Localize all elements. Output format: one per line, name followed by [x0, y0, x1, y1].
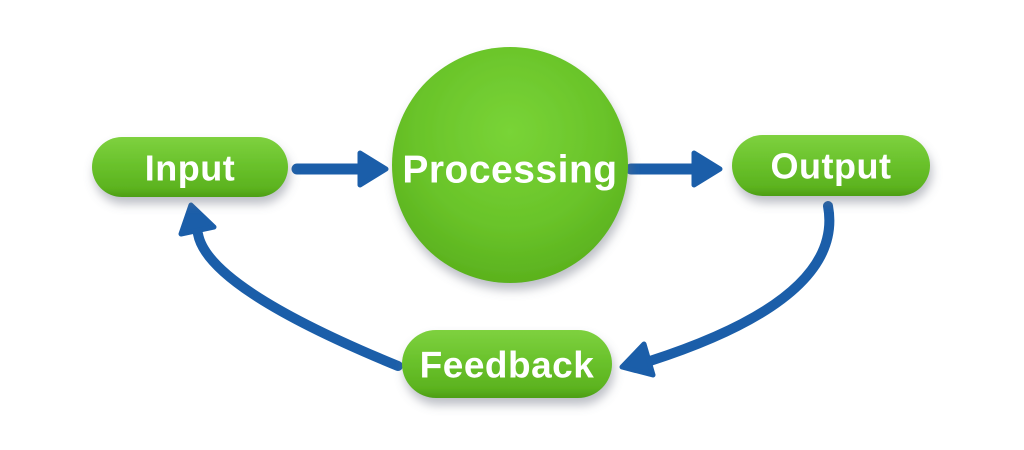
input-pill-shape	[92, 137, 288, 197]
edge-processing-to-output	[625, 150, 723, 188]
processing-circle-shape	[392, 47, 628, 283]
processing-label: Processing	[402, 149, 617, 192]
arrowhead-left-icon	[619, 341, 656, 378]
edge-output-to-feedback	[619, 201, 835, 378]
feedback-label: Feedback	[420, 345, 595, 386]
input-label: Input	[145, 148, 235, 189]
edge-output-to-feedback-curve	[645, 201, 835, 366]
arrowhead-right-icon	[691, 150, 723, 188]
node-output: Output	[732, 135, 930, 196]
output-label: Output	[771, 146, 892, 187]
arrowhead-up-icon	[178, 202, 217, 237]
node-input: Input	[92, 137, 288, 197]
edge-feedback-to-input	[178, 202, 403, 371]
arrowhead-right-icon	[357, 150, 389, 188]
edge-feedback-to-input-curve	[193, 229, 403, 371]
node-processing: Processing	[392, 47, 628, 283]
edge-input-to-processing	[291, 150, 389, 188]
output-pill-shape	[732, 135, 930, 196]
feedback-pill-shape	[402, 330, 612, 398]
node-feedback: Feedback	[402, 330, 612, 398]
